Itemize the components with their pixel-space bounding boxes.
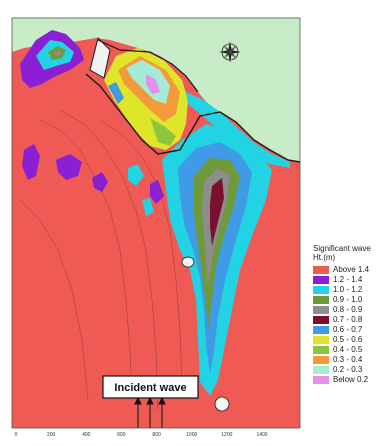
legend-label: 0.4 - 0.5 [333,345,363,354]
depth-contour [99,119,183,391]
legend-label: 0.3 - 0.4 [333,355,363,364]
legend-swatch [313,336,329,344]
x-tick-label: 1200 [221,432,233,438]
legend-item: 1.2 - 1.4 [313,275,390,285]
wave-arrows [134,396,166,428]
x-tick-label: 800 [152,432,161,438]
legend-swatch [313,306,329,314]
legend-label: 0.2 - 0.3 [333,365,363,374]
legend-label: Above 1.4 [333,265,370,274]
ne-coast-band [186,92,290,168]
annotation-label: Incident wave [114,382,186,394]
legend-swatch [313,296,329,304]
wave-height-map: Incident wave [11,17,301,429]
legend-swatch [313,276,329,284]
depth-contour [19,199,89,401]
legend-label: 1.0 - 1.2 [333,285,363,294]
legend-title-line2: Ht.(m) [313,253,336,262]
legend-item: 0.7 - 0.8 [313,315,390,325]
legend-item: Below 0.2 [313,375,390,385]
incident-wave-annotation: Incident wave [102,375,199,428]
island [181,256,195,268]
plume-maroon [210,178,224,246]
coastline [85,73,301,163]
patch-mid-3 [142,198,154,216]
patch-west-3 [92,172,108,192]
north-arrow-icon [219,41,241,63]
legend-item: 0.6 - 0.7 [313,325,390,335]
patch-mid-1 [128,164,144,186]
x-tick-label: 400 [82,432,91,438]
harbour-blue [108,82,124,104]
depth-contour [59,109,159,411]
legend-item: 0.9 - 1.0 [313,295,390,305]
x-tick-label: 600 [117,432,126,438]
legend-swatch [313,266,329,274]
island [214,396,230,412]
legend-label: 0.7 - 0.8 [333,315,363,324]
map-frame [11,17,301,429]
legend-label: 0.6 - 0.7 [333,325,363,334]
legend-swatch [313,346,329,354]
legend-title-line1: Significant wave [313,244,371,253]
x-axis-tick-labels: 0 200 400 600 800 1000 1200 1400 [0,432,300,444]
legend-swatch [313,356,329,364]
legend-swatch [313,316,329,324]
legend-label: 1.2 - 1.4 [333,275,363,284]
nw-band-gray [54,50,62,56]
harbour-pink [146,74,160,94]
patch-west-1 [22,144,40,180]
legend-item: 0.5 - 0.6 [313,335,390,345]
harbour-edge [97,39,199,93]
legend-item: Above 1.4 [313,265,390,275]
patch-mid-2 [150,180,164,204]
legend-item: 0.2 - 0.3 [313,365,390,375]
legend-label: Below 0.2 [333,375,369,384]
breakwater [89,37,111,79]
x-tick-label: 200 [46,432,56,438]
legend-item: 0.3 - 0.4 [313,355,390,365]
harbour-lightgreen [150,118,176,146]
legend-label: 0.8 - 0.9 [333,305,363,314]
x-tick-label: 0 [14,432,18,438]
legend-label: 0.5 - 0.6 [333,335,363,344]
legend-item: 1.0 - 1.2 [313,285,390,295]
legend-swatch [313,366,329,374]
legend-swatch [313,286,329,294]
depth-contour [39,119,133,401]
legend-swatch [313,326,329,334]
x-tick-label: 1000 [186,432,198,438]
patch-west-2 [56,154,82,180]
x-tick-label: 1400 [256,432,268,438]
legend-swatch [313,376,329,384]
legend-item: 0.4 - 0.5 [313,345,390,355]
legend-item: 0.8 - 0.9 [313,305,390,315]
legend-label: 0.9 - 1.0 [333,295,363,304]
